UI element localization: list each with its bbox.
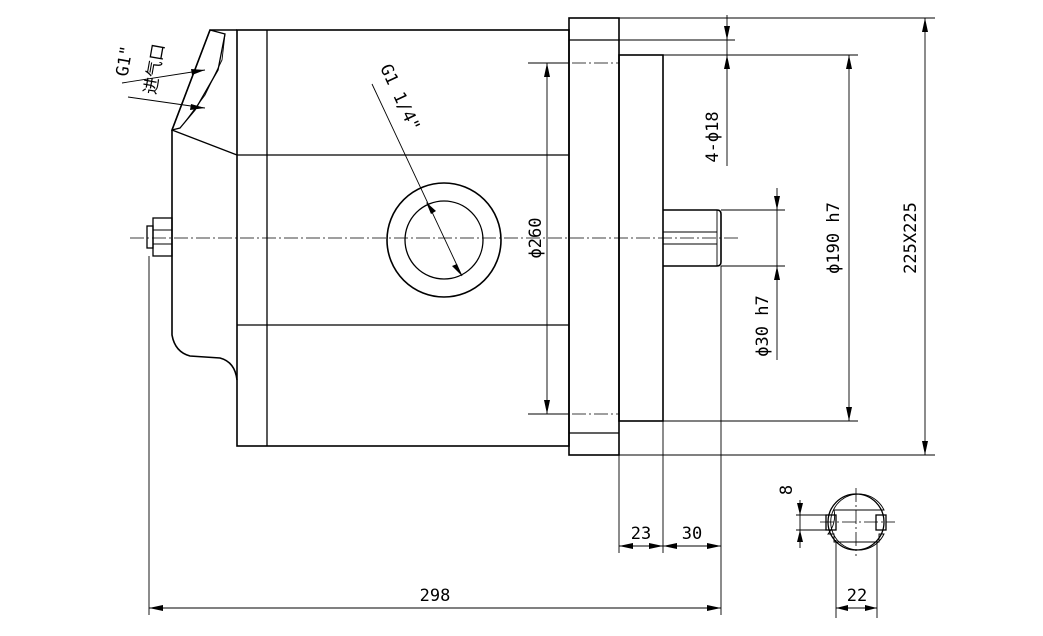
- inlet-cn-label: 进气口: [141, 42, 170, 96]
- mounting-flange: [568, 17, 620, 456]
- outlet-port: [371, 83, 502, 298]
- dim-bolt-holes-label: 4-ϕ18: [703, 111, 723, 162]
- dimension-dia-pilot: ϕ190 h7: [663, 54, 858, 422]
- dim-30-label: 30: [682, 524, 702, 544]
- inlet-annotation: G1" 进气口: [113, 42, 206, 110]
- dim-key-22-label: 22: [847, 586, 867, 606]
- dimension-key-22: 22: [835, 540, 878, 618]
- dim-dia-shaft-label: ϕ30 h7: [753, 295, 773, 356]
- dimension-dia-shaft: ϕ30 h7: [721, 188, 785, 360]
- dimension-298: 298: [148, 256, 722, 615]
- dimension-key-width: 8: [777, 485, 826, 548]
- end-nut: [146, 217, 173, 257]
- dim-flange-size-label: 225X225: [901, 202, 921, 274]
- dim-23-label: 23: [631, 524, 651, 544]
- port-thread-label: G1 1/4": [375, 61, 423, 134]
- dim-key-width-label: 8: [777, 485, 797, 495]
- shaft-section: [820, 488, 895, 556]
- dim-dia-260-label: ϕ260: [526, 218, 546, 259]
- dimension-flange-size: 225X225: [619, 17, 935, 456]
- dimension-23-30: 23 30: [618, 421, 721, 553]
- dimension-bolt-holes: 4-ϕ18: [619, 15, 735, 166]
- dimension-dia-260: ϕ260: [526, 62, 569, 415]
- dim-dia-pilot-label: ϕ190 h7: [824, 202, 844, 274]
- dim-298-label: 298: [420, 586, 451, 606]
- inlet-thread-label: G1": [113, 44, 138, 78]
- end-cap: [170, 29, 238, 381]
